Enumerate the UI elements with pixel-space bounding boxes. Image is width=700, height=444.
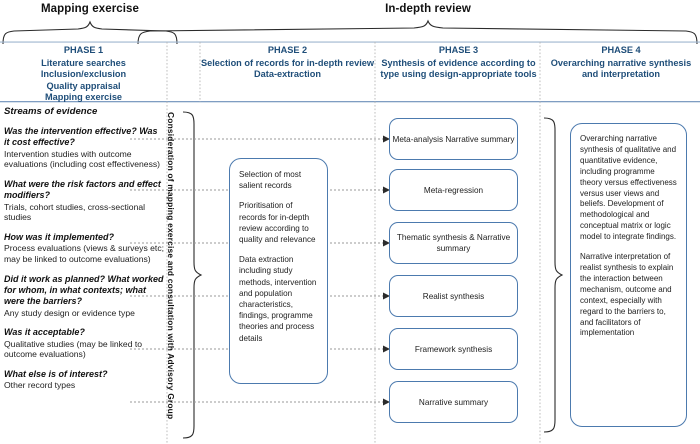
- phase2-paragraph-2: Prioritisation of records for in-depth r…: [239, 201, 316, 245]
- brace-in-depth-review: [137, 19, 698, 45]
- phase-1-line-4: Mapping exercise: [44, 92, 123, 103]
- connector-arrowheads: [383, 135, 390, 406]
- phase-2-line-1: Selection of records for in-depth review: [200, 57, 375, 68]
- phase-header-2: PHASE 2 Selection of records for in-dept…: [200, 42, 375, 102]
- phase-header-4: PHASE 4 Overarching narrative synthesis …: [542, 42, 700, 102]
- phase3-box-realist-synthesis: Realist synthesis: [389, 275, 518, 317]
- phase3-box-thematic-synthesis: Thematic synthesis & Narrative summary: [389, 222, 518, 264]
- stream-item-4: Did it work as planned? What worked for …: [4, 274, 164, 319]
- header-rule-bottom: [0, 101, 700, 103]
- streams-of-evidence-title: Streams of evidence: [4, 106, 98, 117]
- phase-2-title: PHASE 2: [267, 45, 308, 55]
- phase3-box-label-2: Meta-regression: [423, 185, 484, 195]
- phase3-box-label-1: Meta-analysis Narrative summary: [392, 134, 515, 144]
- stream-question-4: Did it work as planned? What worked for …: [4, 273, 164, 307]
- stream-item-5: Was it acceptable? Qualitative studies (…: [4, 327, 164, 360]
- phase3-box-label-3: Thematic synthesis & Narrative summary: [396, 233, 511, 253]
- phase-1-title: PHASE 1: [63, 45, 104, 55]
- group-label-in-depth-review: In-depth review: [385, 3, 471, 15]
- phase3-box-narrative-summary: Narrative summary: [389, 381, 518, 423]
- stream-item-2: What were the risk factors and effect mo…: [4, 179, 164, 223]
- brace-streams: [182, 111, 203, 439]
- stream-question-2: What were the risk factors and effect mo…: [4, 179, 161, 201]
- phase3-box-label-4: Realist synthesis: [422, 291, 485, 301]
- stream-question-3: How was it implemented?: [4, 232, 115, 242]
- stream-item-3: How was it implemented? Process evaluati…: [4, 232, 164, 265]
- phase3-box-meta-regression: Meta-regression: [389, 169, 518, 211]
- phase-1-line-3: Quality appraisal: [46, 80, 121, 91]
- advisory-group-vertical-label: Consideration of mapping exercise and co…: [163, 112, 181, 438]
- phase-3-line-1: Synthesis of evidence according to type …: [380, 57, 537, 80]
- brace-phase4: [543, 117, 564, 433]
- phase3-box-meta-analysis: Meta-analysis Narrative summary: [389, 118, 518, 160]
- phase4-paragraph-2: Narrative interpretation of realist synt…: [580, 252, 674, 338]
- stream-answer-1: Intervention studies with outcome evalua…: [4, 148, 161, 170]
- stream-answer-4: Any study design or evidence type: [4, 307, 135, 318]
- phase-1-line-2: Inclusion/exclusion: [40, 69, 127, 80]
- phase2-paragraph-1: Selection of most salient records: [239, 170, 302, 191]
- header-rule-top: [0, 41, 700, 43]
- phase4-paragraph-1: Overarching narrative synthesis of quali…: [580, 134, 677, 242]
- phase-header-3: PHASE 3 Synthesis of evidence according …: [377, 42, 540, 102]
- phase3-box-framework-synthesis: Framework synthesis: [389, 328, 518, 370]
- phase2-paragraph-3: Data extraction including study methods,…: [239, 255, 317, 343]
- phase-2-line-2: Data-extraction: [254, 69, 321, 80]
- stream-question-1: Was the intervention effective? Was it c…: [4, 126, 158, 148]
- phase3-box-label-6: Narrative summary: [418, 397, 489, 407]
- stream-question-6: What else is of interest?: [4, 369, 108, 379]
- phase-3-title: PHASE 3: [438, 45, 479, 55]
- phase-header-1: PHASE 1 Literature searches Inclusion/ex…: [0, 42, 167, 102]
- phase3-box-label-5: Framework synthesis: [414, 344, 493, 354]
- phase2-content-box: Selection of most salient records Priori…: [229, 158, 328, 384]
- group-label-mapping-exercise: Mapping exercise: [40, 3, 140, 15]
- brace-mapping-exercise: [2, 20, 178, 45]
- streams-of-evidence-column: Streams of evidence Was the intervention…: [4, 106, 164, 400]
- stream-question-5: Was it acceptable?: [4, 327, 85, 338]
- stream-item-6: What else is of interest? Other record t…: [4, 369, 164, 391]
- phase4-content-box: Overarching narrative synthesis of quali…: [570, 123, 687, 427]
- phase-4-title: PHASE 4: [601, 45, 641, 55]
- phase-4-line-1: Overarching narrative synthesis and inte…: [550, 57, 692, 80]
- phase-1-line-1: Literature searches: [41, 57, 126, 68]
- stream-answer-2: Trials, cohort studies, cross-sectional …: [4, 201, 146, 223]
- advisory-group-label-text: Consideration of mapping exercise and co…: [166, 112, 176, 420]
- stream-answer-3: Process evaluations (views & surveys etc…: [4, 243, 164, 264]
- stream-item-1: Was the intervention effective? Was it c…: [4, 126, 164, 170]
- stream-answer-6: Other record types: [4, 380, 76, 391]
- stream-answer-5: Qualitative studies (may be linked to ou…: [4, 338, 143, 360]
